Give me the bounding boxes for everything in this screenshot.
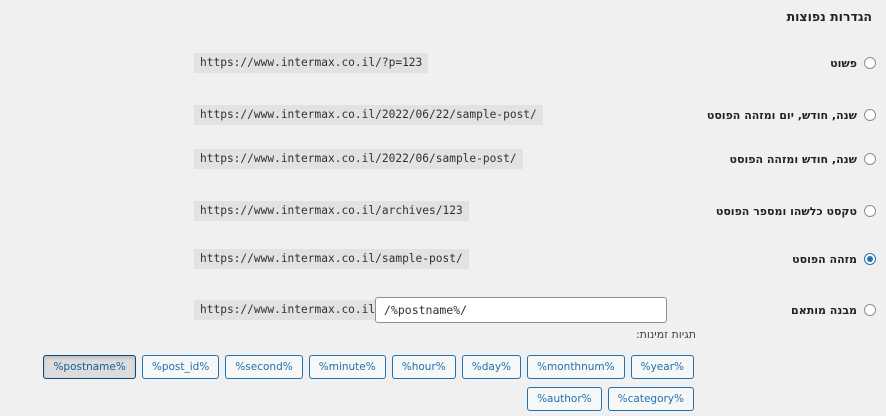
permalink-sample-url: https://www.intermax.co.il/sample-post/ [194,249,469,269]
tag-button[interactable]: %day% [461,355,522,379]
custom-structure-option[interactable]: מבנה מותאם [791,298,876,322]
available-tags-label: תגיות זמינות: [635,328,696,341]
permalink-option[interactable]: מזהה הפוסט [792,247,876,271]
tag-button[interactable]: %monthnum% [527,355,625,379]
tag-button[interactable]: %category% [607,387,694,411]
permalink-radio[interactable] [864,253,876,265]
permalink-option[interactable]: פשוט [830,51,876,75]
tag-button[interactable]: %minute% [308,355,386,379]
permalink-option-row: פשוט https://www.intermax.co.il/?p=123 [0,51,886,75]
permalink-option-row: שנה, חודש ומזהה הפוסט https://www.interma… [0,147,886,171]
custom-structure-radio[interactable] [864,304,876,316]
custom-structure-input[interactable] [375,297,667,323]
section-title: הגדרות נפוצות [786,9,872,24]
custom-structure-label: מבנה מותאם [791,303,857,317]
permalink-radio[interactable] [864,109,876,121]
permalink-radio[interactable] [864,153,876,165]
tag-button[interactable]: %hour% [391,355,456,379]
available-tags: %year%%monthnum%%day%%hour%%minute%%seco… [18,355,694,411]
permalink-sample-url: https://www.intermax.co.il/2022/06/22/sa… [194,105,543,125]
custom-structure-row: מבנה מותאם https://www.intermax.co.il [0,297,886,323]
permalink-sample-url: https://www.intermax.co.il/2022/06/sampl… [194,149,523,169]
permalink-option[interactable]: טקסט כלשהו ומספר הפוסט [716,199,876,223]
permalink-option-row: מזהה הפוסט https://www.intermax.co.il/sam… [0,247,886,271]
tag-button[interactable]: %postname% [43,355,136,379]
permalink-sample-url: https://www.intermax.co.il/archives/123 [194,201,469,221]
permalink-option[interactable]: שנה, חודש ומזהה הפוסט [730,147,876,171]
permalink-option-row: שנה, חודש, יום ומזהה הפוסט https://www.in… [0,103,886,127]
permalink-option-row: טקסט כלשהו ומספר הפוסט https://www.interm… [0,199,886,223]
tag-button[interactable]: %author% [527,387,602,411]
tag-button[interactable]: %second% [225,355,303,379]
permalink-option-label: מזהה הפוסט [792,252,857,266]
permalink-radio[interactable] [864,57,876,69]
permalink-sample-url: https://www.intermax.co.il/?p=123 [194,53,429,73]
tag-button[interactable]: %post_id% [141,355,220,379]
permalink-option-label: טקסט כלשהו ומספר הפוסט [715,204,857,218]
permalink-radio[interactable] [864,205,876,217]
permalink-option-label: פשוט [830,56,857,70]
permalink-option[interactable]: שנה, חודש, יום ומזהה הפוסט [707,103,876,127]
tag-button[interactable]: %year% [630,355,694,379]
permalink-option-label: שנה, חודש ומזהה הפוסט [729,152,857,166]
permalink-option-label: שנה, חודש, יום ומזהה הפוסט [706,108,857,122]
custom-structure-prefix: https://www.intermax.co.il [194,300,382,320]
